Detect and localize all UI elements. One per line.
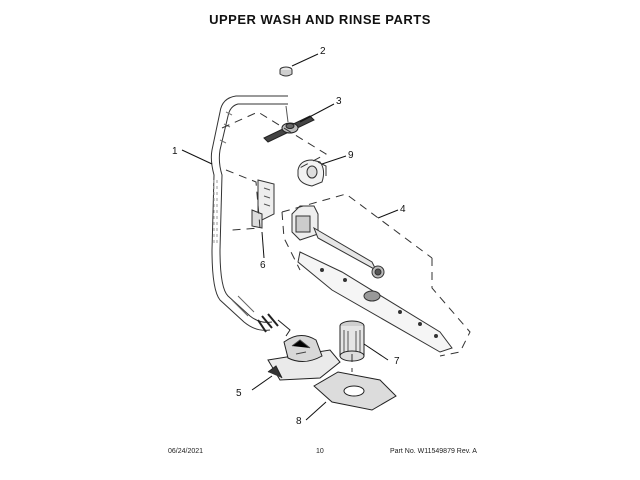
page-title: UPPER WASH AND RINSE PARTS: [209, 12, 431, 27]
footer-part-number: Part No. W11549879 Rev. A: [390, 448, 477, 455]
callout-8: 8: [296, 416, 302, 427]
callout-2: 2: [320, 46, 326, 57]
footer-page-number: 10: [316, 448, 324, 455]
part-4-spray-arm-assembly: [291, 205, 453, 353]
part-5-pump-housing: [267, 335, 341, 381]
part-6-bracket: [251, 179, 275, 229]
callout-5: 5: [236, 388, 242, 399]
callout-7: 7: [394, 356, 400, 367]
part-3-upper-spray-arm: [263, 105, 315, 143]
part-9-manifold: [297, 159, 327, 187]
part-8-mounting-plate: [313, 371, 397, 411]
leader-lines: [181, 53, 399, 421]
callout-9: 9: [348, 150, 354, 161]
callout-4: 4: [400, 204, 406, 215]
callout-3: 3: [336, 96, 342, 107]
group-dashed-outlines: [221, 111, 471, 372]
callout-6: 6: [260, 260, 266, 271]
callout-1: 1: [172, 146, 178, 157]
part-2-spray-arm-nut: [279, 66, 293, 77]
footer-date: 06/24/2021: [168, 448, 204, 455]
